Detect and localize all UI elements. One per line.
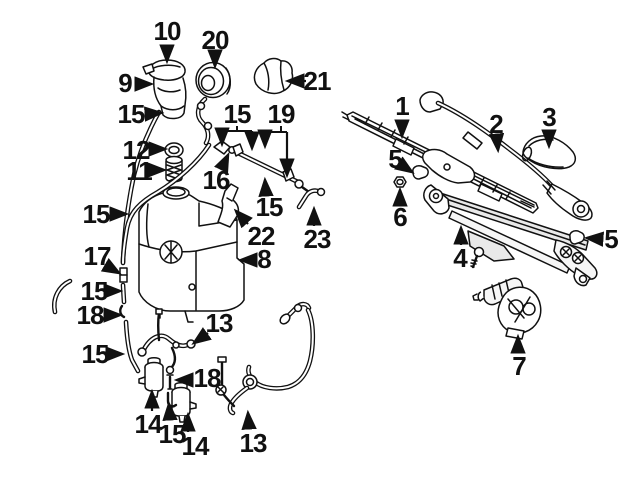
callout-19: 19 [267, 99, 296, 129]
callout-18b: 18 [193, 363, 222, 393]
callout-11: 11 [126, 156, 152, 186]
callout-15-mid: 15 [255, 192, 284, 222]
callout-15g: 15 [158, 419, 187, 449]
callout-10: 10 [153, 16, 182, 46]
linkage-part [424, 185, 597, 286]
washer-pump-a-part [139, 358, 163, 397]
seal-ring-part [165, 143, 183, 157]
callout-1: 1 [395, 91, 410, 121]
callout-7: 7 [512, 351, 527, 381]
center-hose-13-part [138, 309, 195, 374]
callout-leaders [100, 44, 605, 432]
callout-16: 16 [202, 165, 231, 195]
clip-5b-part [570, 231, 584, 244]
wiper-arm-part [420, 92, 592, 220]
washer-cap-part [143, 60, 185, 80]
callout-14b: 14 [181, 431, 210, 461]
callout-3: 3 [542, 102, 557, 132]
callout-15-bracket: 15 [223, 99, 252, 129]
callout-15-left: 15 [82, 199, 111, 229]
callout-6: 6 [393, 202, 408, 232]
callout-15-seg1: 15 [80, 276, 109, 306]
callout-13b: 13 [239, 428, 268, 458]
wiper-motor-part [473, 278, 541, 339]
grommet-part [196, 63, 230, 98]
callout-18a: 18 [76, 300, 105, 330]
callout-13a: 13 [205, 308, 234, 338]
callout-5b: 5 [604, 224, 619, 254]
callout-15-seg2: 15 [81, 339, 110, 369]
callout-14a: 14 [134, 409, 163, 439]
callout-8: 8 [257, 244, 272, 274]
callout-4: 4 [453, 243, 468, 273]
callout-23: 23 [303, 224, 332, 254]
cover-part [254, 59, 292, 94]
callout-15-neck: 15 [117, 99, 146, 129]
callout-17: 17 [83, 241, 112, 271]
callout-2: 2 [489, 109, 504, 139]
callout-5a: 5 [388, 144, 403, 174]
nut-part [394, 177, 406, 187]
mounting-bracket-part [218, 184, 238, 227]
callout-12: 12 [122, 135, 151, 165]
clip-5a-part [413, 166, 428, 179]
arm-cover-part [521, 136, 575, 169]
callout-20: 20 [201, 25, 230, 55]
callout-21: 21 [303, 66, 332, 96]
right-hose-13-part [216, 304, 313, 413]
washer-pump-b-part [172, 383, 196, 422]
callout-22: 22 [247, 221, 276, 251]
callout-9: 9 [118, 68, 133, 98]
elbow-hose-part [299, 189, 325, 208]
